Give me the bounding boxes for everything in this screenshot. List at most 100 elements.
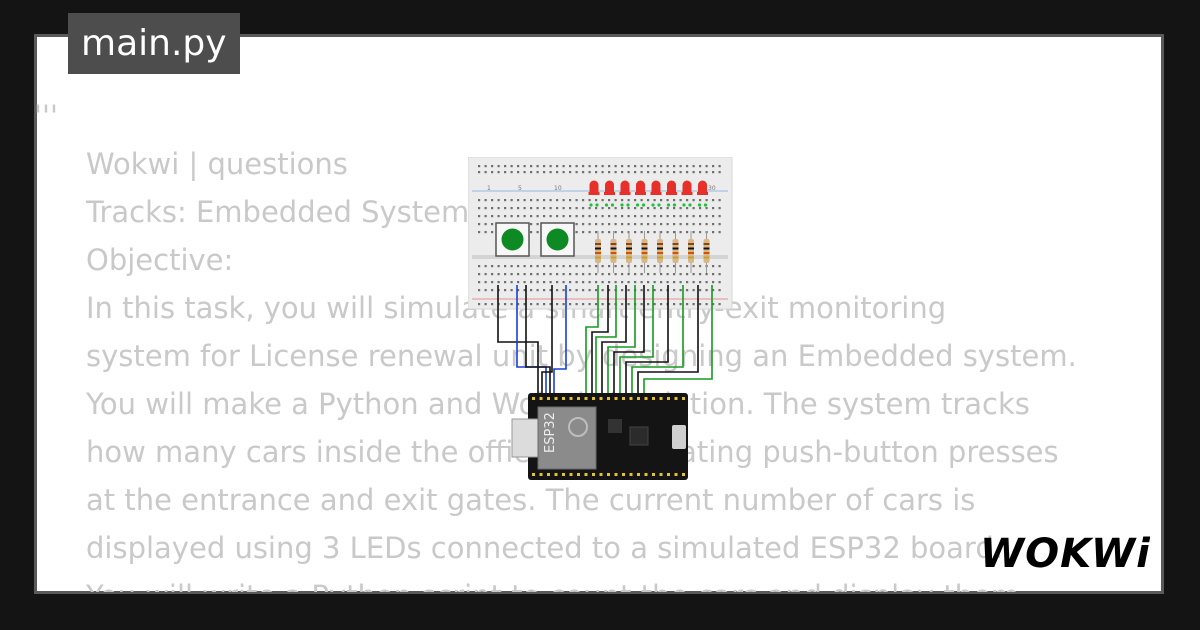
breadboard-hole bbox=[478, 207, 481, 210]
breadboard-hole bbox=[517, 303, 520, 306]
breadboard-hole bbox=[601, 281, 604, 284]
breadboard-hole bbox=[543, 273, 546, 276]
breadboard-hole bbox=[634, 215, 637, 218]
breadboard-hole bbox=[510, 171, 513, 174]
breadboard-hole bbox=[491, 171, 494, 174]
breadboard-hole bbox=[562, 215, 565, 218]
breadboard-hole bbox=[530, 289, 533, 292]
led bbox=[666, 180, 677, 195]
breadboard-hole bbox=[686, 215, 689, 218]
breadboard-hole bbox=[484, 231, 487, 234]
breadboard-hole bbox=[556, 171, 559, 174]
breadboard-hole bbox=[491, 231, 494, 234]
board-pin bbox=[569, 473, 573, 476]
breadboard-hole bbox=[510, 281, 513, 284]
code-line: In this task, you will simulate a smart … bbox=[86, 291, 947, 325]
breadboard-hole bbox=[621, 165, 624, 168]
breadboard-hole bbox=[699, 281, 702, 284]
breadboard-hole bbox=[679, 273, 682, 276]
breadboard-hole bbox=[666, 165, 669, 168]
led bbox=[604, 180, 615, 195]
breadboard-hole bbox=[647, 231, 650, 234]
breadboard-hole bbox=[718, 231, 721, 234]
breadboard-hole bbox=[679, 199, 682, 202]
breadboard-hole bbox=[653, 231, 656, 234]
breadboard-hole bbox=[517, 199, 520, 202]
board-pin bbox=[674, 473, 678, 476]
breadboard-hole bbox=[588, 215, 591, 218]
breadboard-hole bbox=[660, 231, 663, 234]
breadboard-hole bbox=[478, 273, 481, 276]
breadboard-hole bbox=[510, 207, 513, 210]
breadboard-hole bbox=[699, 231, 702, 234]
breadboard-hole bbox=[614, 207, 617, 210]
breadboard-hole bbox=[692, 199, 695, 202]
breadboard-hole bbox=[679, 289, 682, 292]
resistor bbox=[635, 203, 648, 273]
breadboard-hole bbox=[504, 165, 507, 168]
code-line: displayed using 3 LEDs connected to a si… bbox=[86, 531, 1003, 565]
breadboard-hole bbox=[627, 223, 630, 226]
breadboard-hole bbox=[712, 231, 715, 234]
breadboard-hole bbox=[699, 165, 702, 168]
push-button[interactable] bbox=[540, 222, 575, 257]
breadboard-hole bbox=[634, 171, 637, 174]
breadboard-hole bbox=[640, 223, 643, 226]
breadboard-hole bbox=[575, 165, 578, 168]
breadboard-hole bbox=[562, 273, 565, 276]
file-tab[interactable]: main.py bbox=[68, 13, 240, 74]
board-pin bbox=[554, 397, 558, 400]
breadboard-hole bbox=[569, 215, 572, 218]
breadboard-hole bbox=[699, 199, 702, 202]
breadboard-hole bbox=[608, 199, 611, 202]
esp32-board[interactable]: ESP32 bbox=[511, 393, 688, 480]
breadboard-hole bbox=[536, 289, 539, 292]
breadboard-hole bbox=[653, 303, 656, 306]
breadboard-hole bbox=[536, 265, 539, 268]
breadboard-hole bbox=[491, 215, 494, 218]
breadboard-hole bbox=[543, 265, 546, 268]
breadboard-hole bbox=[686, 303, 689, 306]
breadboard-hole bbox=[575, 303, 578, 306]
breadboard-hole bbox=[608, 223, 611, 226]
breadboard-hole bbox=[556, 165, 559, 168]
breadboard-hole bbox=[640, 165, 643, 168]
board-pin bbox=[637, 473, 640, 476]
breadboard-hole bbox=[712, 199, 715, 202]
breadboard-hole bbox=[712, 273, 715, 276]
breadboard-hole bbox=[679, 231, 682, 234]
breadboard-hole bbox=[491, 303, 494, 306]
breadboard-hole bbox=[718, 199, 721, 202]
led bbox=[697, 180, 708, 195]
breadboard-hole bbox=[614, 199, 617, 202]
breadboard-hole bbox=[530, 215, 533, 218]
breadboard-hole bbox=[601, 199, 604, 202]
breadboard-hole bbox=[569, 171, 572, 174]
breadboard-hole bbox=[640, 231, 643, 234]
breadboard-hole bbox=[536, 303, 539, 306]
breadboard-hole bbox=[491, 207, 494, 210]
breadboard-hole bbox=[660, 289, 663, 292]
breadboard-hole bbox=[601, 165, 604, 168]
board-pin bbox=[674, 397, 678, 400]
push-button[interactable] bbox=[495, 222, 530, 257]
breadboard-hole bbox=[601, 215, 604, 218]
breadboard-hole bbox=[718, 303, 721, 306]
breadboard-hole bbox=[582, 199, 585, 202]
breadboard-hole bbox=[588, 273, 591, 276]
breadboard-hole bbox=[608, 171, 611, 174]
breadboard-hole bbox=[679, 207, 682, 210]
breadboard-hole bbox=[595, 231, 598, 234]
breadboard-hole bbox=[666, 265, 669, 268]
breadboard-hole bbox=[478, 231, 481, 234]
breadboard-hole bbox=[608, 165, 611, 168]
breadboard-hole bbox=[614, 265, 617, 268]
breadboard-hole bbox=[491, 281, 494, 284]
breadboard-hole bbox=[588, 289, 591, 292]
breadboard-hole bbox=[575, 265, 578, 268]
breadboard-hole bbox=[601, 207, 604, 210]
breadboard-hole bbox=[608, 207, 611, 210]
resistor bbox=[682, 203, 694, 273]
board-pin bbox=[667, 473, 670, 476]
breadboard-hole bbox=[653, 165, 656, 168]
